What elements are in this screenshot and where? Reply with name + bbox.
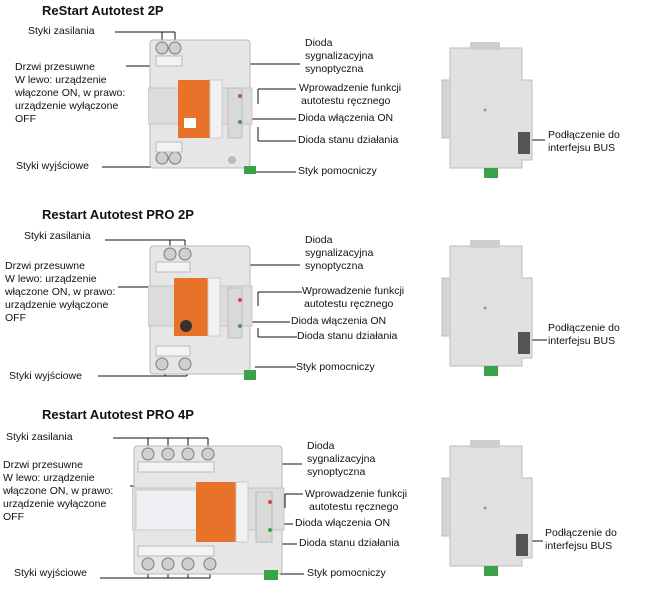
label-on-led: Dioda włączenia ON	[291, 315, 387, 327]
label-manual-autotest: Wprowadzenie funkcji autotestu ręcznego	[299, 82, 402, 107]
section-restart-autotest-pro-2p: Restart Autotest PRO 2P Styki zasilania	[0, 204, 654, 400]
label-aux-contact: Styk pomocniczy	[307, 567, 386, 579]
label-supply-contacts: Styki zasilania	[24, 230, 91, 242]
label-output-contacts: Styki wyjściowe	[16, 160, 89, 172]
label-sliding-door: Drzwi przesuwne W lewo: urządzenie włącz…	[15, 61, 126, 125]
label-sliding-door: Drzwi przesuwne W lewo: urządzenie włącz…	[3, 459, 114, 523]
label-supply-contacts: Styki zasilania	[6, 431, 73, 443]
label-bus-interface: Podłączenie do interfejsu BUS	[548, 322, 620, 347]
label-bus-interface: Podłączenie do interfejsu BUS	[548, 129, 620, 154]
label-aux-contact: Styk pomocniczy	[296, 361, 375, 373]
section-title: ReStart Autotest 2P	[42, 3, 164, 18]
label-synoptic-led: Dioda sygnalizacyjna synoptyczna	[307, 440, 376, 478]
label-synoptic-led: Dioda sygnalizacyjna synoptyczna	[305, 234, 374, 272]
label-status-led: Dioda stanu działania	[298, 134, 399, 146]
label-on-led: Dioda włączenia ON	[295, 517, 391, 529]
section-title: Restart Autotest PRO 4P	[42, 407, 194, 422]
label-status-led: Dioda stanu działania	[299, 537, 400, 549]
section-title: Restart Autotest PRO 2P	[42, 207, 194, 222]
label-aux-contact: Styk pomocniczy	[298, 165, 377, 177]
device-front-pro-4p	[132, 445, 285, 580]
label-sliding-door: Drzwi przesuwne W lewo: urządzenie włącz…	[5, 260, 116, 324]
label-bus-interface: Podłączenie do interfejsu BUS	[545, 527, 617, 552]
label-manual-autotest: Wprowadzenie funkcji autotestu ręcznego	[302, 285, 405, 310]
label-output-contacts: Styki wyjściowe	[14, 567, 87, 579]
section-restart-autotest-pro-4p: Restart Autotest PRO 4P Styki zasilania	[0, 404, 654, 600]
device-side-view	[441, 240, 533, 376]
label-status-led: Dioda stanu działania	[297, 330, 398, 342]
device-side-view	[441, 42, 533, 178]
label-synoptic-led: Dioda sygnalizacyjna synoptyczna	[305, 37, 374, 75]
device-front-pro-2p	[148, 245, 256, 380]
label-output-contacts: Styki wyjściowe	[9, 370, 82, 382]
section-restart-autotest-2p: ReStart Autotest 2P Styki zasila	[0, 0, 654, 196]
device-side-view	[441, 440, 533, 576]
label-supply-contacts: Styki zasilania	[28, 25, 95, 37]
device-front-2p	[148, 39, 256, 174]
label-on-led: Dioda włączenia ON	[298, 112, 394, 124]
label-manual-autotest: Wprowadzenie funkcji autotestu ręcznego	[305, 488, 408, 513]
